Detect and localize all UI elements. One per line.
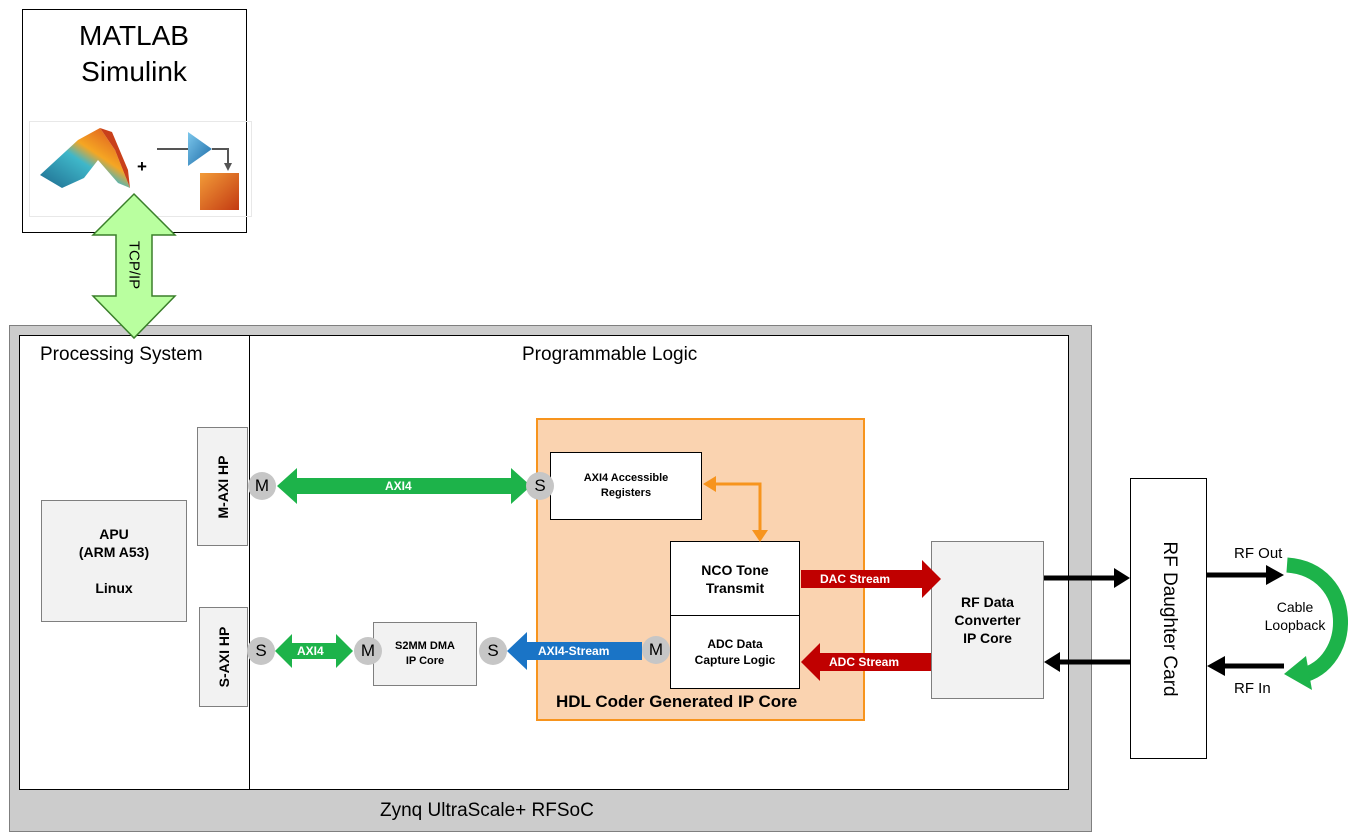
rf-data-converter-block: RF Data Converter IP Core (931, 541, 1044, 699)
registers-label-line1: AXI4 Accessible (583, 472, 669, 484)
port-slave-dma: S (479, 637, 507, 665)
cable-loopback-arrow (1284, 557, 1348, 690)
tcpip-label: TCP/IP (125, 240, 143, 290)
rf-in-arrow (1207, 656, 1284, 676)
registers-label-line2: Registers (600, 487, 652, 499)
tcpip-arrow (91, 192, 177, 340)
adc-stream-arrow (801, 643, 931, 681)
rfsoc-label: Zynq UltraScale+ RFSoC (380, 800, 594, 821)
apu-os-label: Linux (95, 580, 133, 596)
m-axi-hp-port: M-AXI HP (197, 427, 248, 546)
rf-out-label: RF Out (1234, 545, 1283, 562)
nco-adc-block: NCO Tone Transmit ADC Data Capture Logic (670, 541, 800, 689)
rf-tx-connector (1044, 568, 1130, 588)
dma-label-line1: S2MM DMA (395, 640, 455, 652)
simulink-title: Simulink (81, 56, 187, 87)
nco-label-line1: NCO Tone (701, 561, 769, 578)
axi4-stream-arrow (507, 632, 642, 670)
matlab-logo-icon (40, 128, 130, 188)
apu-label: APU (99, 526, 129, 542)
port-slave-s-axi: S (247, 637, 275, 665)
adc-stream-label: ADC Stream (829, 655, 900, 669)
adc-capture-label-line2: Capture Logic (694, 653, 776, 667)
rf-daughter-card: RF Daughter Card (1130, 478, 1207, 759)
ip-core-label: HDL Coder Generated IP Core (556, 692, 798, 711)
port-master-m-axi: M (248, 472, 276, 500)
simulink-logo-icon (157, 132, 239, 210)
rfdc-label-line3: IP Core (963, 630, 1012, 646)
nco-label-line2: Transmit (705, 579, 765, 596)
register-control-connector (703, 476, 768, 542)
nco-tone-transmit: NCO Tone Transmit (671, 542, 799, 616)
apu-block: APU (ARM A53) Linux (41, 500, 187, 622)
axi4-stream-label: AXI4-Stream (538, 644, 610, 658)
port-slave-registers: S (526, 472, 554, 500)
dac-stream-arrow (801, 560, 941, 598)
rf-rx-connector (1044, 652, 1130, 672)
adc-data-capture: ADC Data Capture Logic (671, 616, 799, 688)
s-axi-hp-port: S-AXI HP (199, 607, 248, 707)
dma-label-line2: IP Core (405, 655, 445, 667)
port-master-dma: M (354, 637, 382, 665)
axi4-bottom-arrow (275, 634, 353, 668)
s2mm-dma-block: S2MM DMA IP Core (373, 622, 477, 686)
processing-system-label: Processing System (40, 344, 203, 365)
rfdc-label-line2: Converter (954, 612, 1021, 628)
axi4-registers-block: AXI4 Accessible Registers (550, 452, 702, 520)
rfdc-label-line1: RF Data (961, 594, 1014, 610)
loopback-label-line2: Loopback (1264, 617, 1326, 633)
rf-out-arrow (1207, 565, 1284, 585)
matlab-title: MATLAB (79, 20, 189, 51)
apu-arch-label: (ARM A53) (78, 544, 150, 560)
programmable-logic-label: Programmable Logic (522, 344, 698, 365)
cable-loopback-label: Cable Loopback (1256, 596, 1334, 636)
axi4-top-label: AXI4 (385, 479, 412, 493)
plus-sign: + (137, 157, 147, 176)
dac-stream-label: DAC Stream (820, 572, 891, 586)
axi4-top-arrow (277, 468, 531, 504)
rf-in-label: RF In (1234, 680, 1271, 697)
loopback-label-line1: Cable (1276, 599, 1314, 615)
axi4-bottom-label: AXI4 (297, 644, 324, 658)
port-master-adc-capture: M (642, 636, 670, 664)
adc-capture-label-line1: ADC Data (707, 637, 763, 651)
